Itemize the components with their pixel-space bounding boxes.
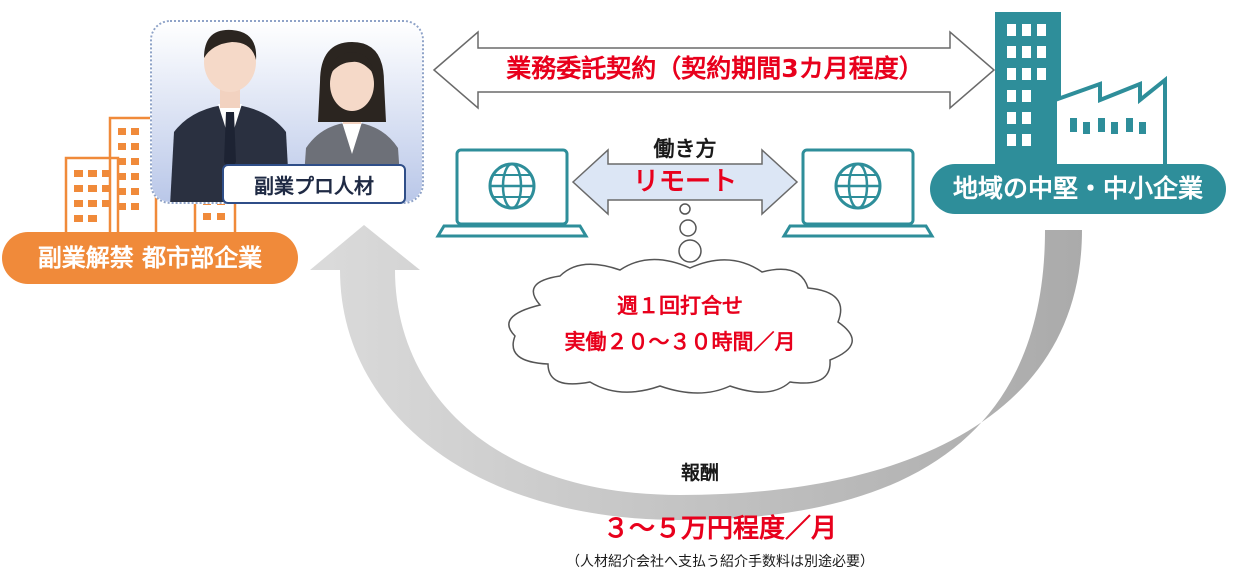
urban-company-label: 副業解禁 都市部企業 — [2, 232, 298, 284]
talent-label: 副業プロ人材 — [222, 164, 406, 204]
meeting-frequency: 週１回打合せ — [617, 294, 743, 318]
working-hours: 実働２０～３０時間／月 — [564, 330, 796, 354]
regional-company-label: 地域の中堅・中小企業 — [930, 164, 1226, 214]
compensation-title: 報酬 — [680, 462, 719, 484]
work-style-value: リモート — [632, 167, 737, 197]
work-style-title: 働き方 — [653, 137, 717, 161]
compensation-amount: ３～５万円程度／月 — [602, 514, 837, 544]
compensation-note: （人材紹介会社へ支払う紹介手数料は別途必要） — [566, 554, 874, 570]
contract-label: 業務委託契約（契約期間3カ月程度） — [506, 54, 924, 83]
